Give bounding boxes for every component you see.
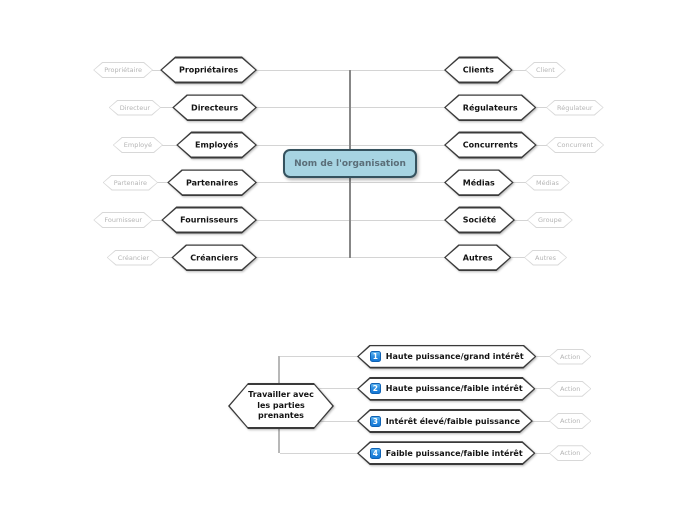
subnode-action-1[interactable]: Action	[549, 349, 591, 365]
branch-line-row-3	[125, 144, 558, 146]
subnode-label: Action	[560, 417, 581, 425]
node-medias[interactable]: Médias	[444, 169, 514, 196]
node-priority-3[interactable]: 3 Intérêt élevé/faible puissance	[357, 409, 533, 433]
node-label: Concurrents	[462, 140, 518, 150]
subnode-label: Action	[560, 449, 581, 458]
subnode-label: Action	[560, 352, 581, 361]
subnode-medias[interactable]: Médias	[525, 175, 570, 191]
node-label: Créanciers	[190, 253, 239, 262]
priority-2-icon: 2	[370, 383, 381, 394]
node-label: Société	[462, 215, 497, 225]
node-label: Intérêt élevé/faible puissance	[385, 416, 521, 426]
priority-3-icon: 3	[370, 416, 381, 427]
node-partenaires[interactable]: Partenaires	[167, 169, 257, 196]
subnode-creancier[interactable]: Créancier	[107, 250, 160, 266]
subnode-partenaire[interactable]: Partenaire	[103, 175, 158, 191]
subnode-groupe[interactable]: Groupe	[527, 212, 573, 228]
node-directeurs[interactable]: Directeurs	[172, 94, 257, 121]
node-creanciers[interactable]: Créanciers	[171, 244, 257, 271]
subnode-label: Employé	[123, 141, 152, 149]
node-fournisseurs[interactable]: Fournisseurs	[161, 207, 257, 234]
node-autres[interactable]: Autres	[444, 244, 511, 271]
node-label: Propriétaires	[178, 65, 239, 75]
node-label: Directeurs	[191, 103, 239, 112]
branch-line-row-2	[125, 107, 558, 108]
subnode-directeur[interactable]: Directeur	[109, 100, 161, 116]
subnode-label: Action	[560, 384, 581, 393]
subnode-action-3[interactable]: Action	[549, 413, 591, 429]
subnode-label: Concurrent	[557, 141, 594, 149]
subnode-employe[interactable]: Employé	[113, 137, 163, 153]
node-priority-1[interactable]: 1 Haute puissance/grand intérêt	[357, 345, 536, 369]
node-priority-4[interactable]: 4 Faible puissance/faible intérêt	[357, 441, 535, 465]
subnode-label: Autres	[535, 253, 557, 262]
subnode-label: Directeur	[119, 103, 150, 112]
node-societe[interactable]: Société	[444, 207, 515, 234]
branch-line-row-6	[125, 257, 558, 258]
subnode-autres[interactable]: Autres	[524, 250, 567, 266]
node-label: Haute puissance/faible intérêt	[385, 384, 523, 394]
subnode-label: Partenaire	[113, 178, 147, 187]
root-node-organisation[interactable]: Nom de l'organisation	[283, 149, 417, 178]
subnode-label: Client	[536, 66, 555, 74]
root-node-label: Nom de l'organisation	[294, 158, 406, 169]
subnode-concurrent[interactable]: Concurrent	[546, 137, 604, 153]
node-label: Régulateurs	[462, 103, 518, 112]
node-label: Médias	[462, 178, 495, 187]
node-label: Employés	[195, 140, 239, 150]
node-priority-2[interactable]: 2 Haute puissance/faible intérêt	[357, 377, 535, 401]
subnode-fournisseur[interactable]: Fournisseur	[93, 212, 153, 228]
node-label: Clients	[462, 65, 494, 75]
node-label: Partenaires	[185, 178, 239, 187]
node-proprietaires[interactable]: Propriétaires	[160, 57, 257, 84]
node-label: Travailler avec les parties prenantes	[248, 389, 314, 421]
subnode-regulateur[interactable]: Régulateur	[546, 100, 604, 116]
node-concurrents[interactable]: Concurrents	[444, 132, 537, 159]
subnode-label: Fournisseur	[104, 216, 142, 224]
node-label: Haute puissance/grand intérêt	[385, 352, 524, 361]
subnode-action-4[interactable]: Action	[549, 445, 591, 461]
subnode-label: Régulateur	[557, 103, 593, 112]
subnode-label: Médias	[536, 178, 559, 187]
node-label: Fournisseurs	[180, 215, 239, 225]
subnode-action-2[interactable]: Action	[549, 381, 591, 397]
subnode-label: Propriétaire	[104, 66, 142, 74]
node-employes[interactable]: Employés	[176, 132, 257, 159]
subnode-label: Créancier	[117, 253, 149, 262]
subnode-label: Groupe	[538, 216, 562, 224]
subnode-proprietaire[interactable]: Propriétaire	[93, 62, 153, 78]
subnode-client[interactable]: Client	[525, 62, 566, 78]
node-label: Faible puissance/faible intérêt	[385, 448, 523, 458]
node-strategy-root[interactable]: Travailler avec les parties prenantes	[228, 383, 334, 429]
node-regulateurs[interactable]: Régulateurs	[444, 94, 536, 121]
node-label: Autres	[462, 253, 493, 262]
node-clients[interactable]: Clients	[444, 57, 513, 84]
branch-line-row-4	[125, 182, 558, 183]
priority-1-icon: 1	[370, 351, 381, 362]
branch-line-row-5	[125, 219, 558, 221]
branch-line-row-1	[125, 69, 558, 71]
priority-4-icon: 4	[370, 448, 381, 459]
